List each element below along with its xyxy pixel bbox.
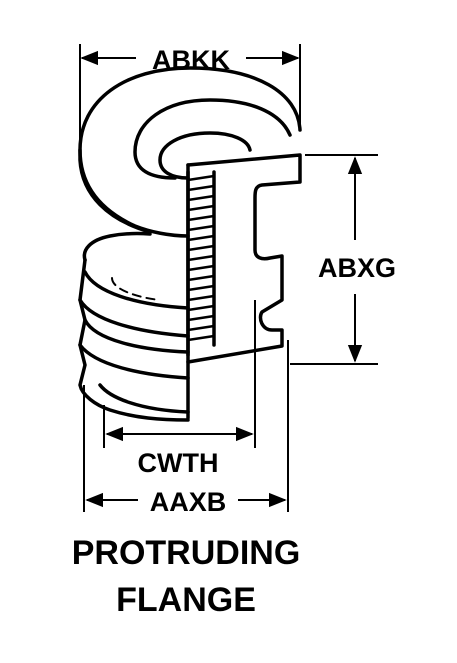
caption-line-1: PROTRUDING — [72, 534, 301, 572]
groove-3 — [83, 318, 190, 354]
body-bottom — [98, 383, 190, 414]
body-left-silhouette — [82, 231, 152, 262]
dim-label-aaxb: AAXB — [150, 487, 227, 517]
groove-2 — [78, 298, 190, 338]
dim-label-cwth: CWTH — [138, 448, 219, 478]
body-front-hatch — [111, 277, 161, 301]
groove-1 — [83, 270, 190, 310]
dim-label-abxg: ABXG — [318, 253, 396, 283]
dim-label-abkk: ABKK — [152, 45, 230, 75]
section-profile — [186, 153, 302, 364]
flange-part-drawing — [78, 66, 302, 422]
top-flange-edge — [78, 148, 152, 234]
thread-lines — [186, 174, 216, 342]
recess-ring — [133, 98, 292, 180]
groove-4 — [78, 343, 190, 380]
caption-line-2: FLANGE — [116, 581, 256, 619]
thread-hole — [158, 131, 252, 180]
dimension-lines — [79, 44, 378, 512]
